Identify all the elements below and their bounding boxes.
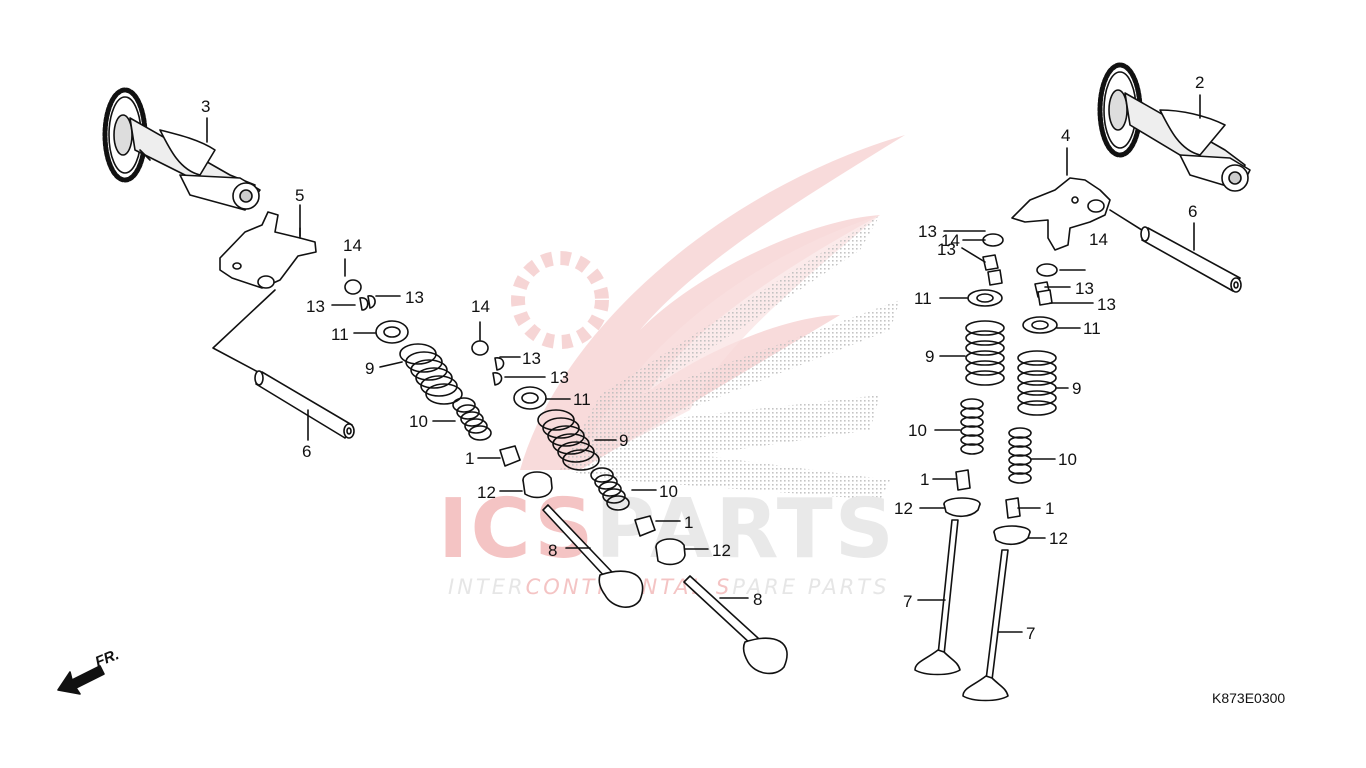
rocker-arm-left	[219, 211, 317, 289]
callout-7b: 7	[1026, 624, 1036, 643]
callout-13d: 13	[550, 368, 569, 387]
spring-outer-2	[537, 409, 600, 471]
spring-outer-1	[399, 343, 463, 405]
callout-14b: 14	[471, 297, 490, 316]
callout-12a: 12	[477, 483, 496, 502]
callout-1d: 1	[1045, 499, 1055, 518]
callout-12c: 12	[894, 499, 913, 518]
leader-13f	[961, 247, 986, 263]
valve-set-2	[471, 340, 788, 675]
callout-6-right: 6	[1188, 202, 1198, 221]
front-arrow-icon	[57, 665, 105, 695]
valve-7b	[962, 549, 1009, 702]
callout-13f: 13	[937, 240, 956, 259]
callout-11a: 11	[331, 325, 349, 344]
leader-6-left	[212, 289, 276, 373]
callout-13g: 13	[1075, 279, 1094, 298]
callout-14a: 14	[343, 236, 362, 255]
callout-1c: 1	[920, 470, 930, 489]
valve-8b	[683, 575, 788, 675]
callout-3: 3	[201, 97, 211, 116]
valve-set-3	[914, 233, 1005, 676]
valve-8a	[542, 504, 644, 608]
rocker-shaft-left	[254, 370, 355, 439]
callout-10c: 10	[908, 421, 927, 440]
callout-13c: 13	[522, 349, 541, 368]
callout-12d: 12	[1049, 529, 1068, 548]
callout-11c: 11	[914, 289, 932, 308]
camshaft-left	[102, 87, 261, 211]
callout-8b: 8	[753, 590, 763, 609]
callout-10d: 10	[1058, 450, 1077, 469]
spring-inner-2	[590, 467, 630, 511]
callout-5: 5	[295, 186, 305, 205]
spring-outer-4	[1017, 350, 1057, 416]
callout-11d: 11	[1083, 319, 1101, 338]
leader-shaft-right	[1109, 209, 1146, 233]
spring-inner-1	[452, 397, 492, 441]
callout-9a: 9	[365, 359, 375, 378]
callout-1b: 1	[684, 513, 694, 532]
valve-7a	[914, 519, 961, 676]
spring-inner-3	[960, 398, 984, 455]
callout-13b: 13	[405, 288, 424, 307]
callout-6-left: 6	[302, 442, 312, 461]
callout-9d: 9	[1072, 379, 1082, 398]
callout-1a: 1	[465, 449, 475, 468]
callout-9b: 9	[619, 431, 629, 450]
diagram-code: K873E0300	[1212, 690, 1286, 706]
callout-14c: 14	[941, 231, 960, 250]
callout-13h: 13	[1097, 295, 1116, 314]
spring-outer-3	[965, 320, 1005, 386]
callout-10a: 10	[409, 412, 428, 431]
leader-9a	[379, 361, 403, 368]
callout-13a: 13	[306, 297, 325, 316]
valve-set-4	[962, 263, 1058, 702]
callout-8a: 8	[548, 541, 558, 560]
spring-inner-4	[1008, 427, 1032, 484]
rocker-shaft-right	[1140, 226, 1242, 293]
callout-11b: 11	[573, 390, 591, 409]
valve-set-1	[344, 279, 644, 608]
callout-9c: 9	[925, 347, 935, 366]
callout-2: 2	[1195, 73, 1205, 92]
callout-10b: 10	[659, 482, 678, 501]
callout-13e: 13	[918, 222, 937, 241]
watermark-wing	[511, 135, 905, 500]
callout-12b: 12	[712, 541, 731, 560]
callout-4: 4	[1061, 126, 1071, 145]
callout-7a: 7	[903, 592, 913, 611]
callout-14d: 14	[1089, 230, 1108, 249]
camshaft-right	[1097, 62, 1251, 192]
rocker-arm-right	[1011, 177, 1111, 251]
